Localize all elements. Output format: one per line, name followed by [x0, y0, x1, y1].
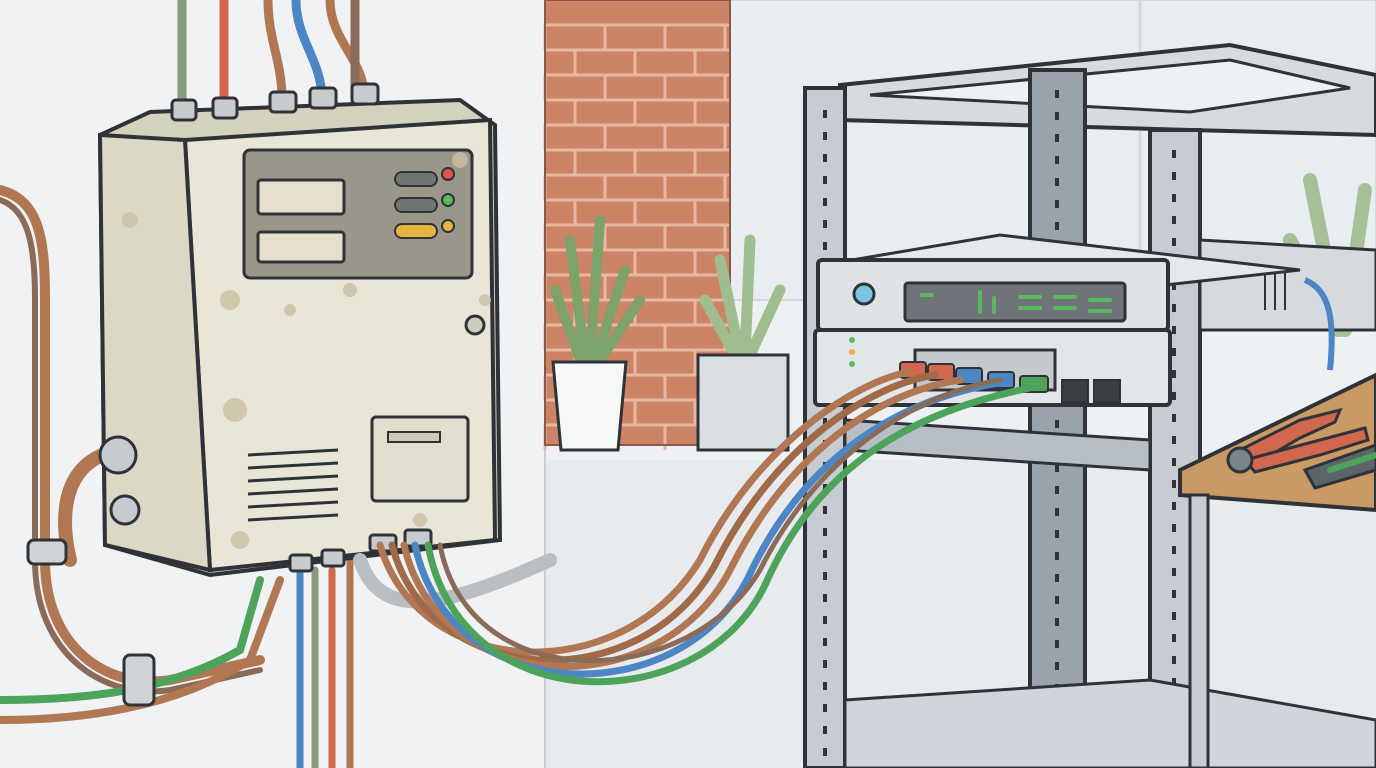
rack-hole	[1172, 348, 1176, 356]
left-cable-bundle	[0, 185, 284, 724]
rack-hole	[1055, 640, 1059, 648]
label-slot	[256, 230, 346, 264]
rack-hole	[1055, 530, 1059, 538]
rack-hole	[1172, 612, 1176, 620]
rack-hole	[1055, 464, 1059, 472]
rack-hole	[1172, 392, 1176, 400]
rack-hole	[1172, 216, 1176, 224]
rack-hole	[1172, 590, 1176, 598]
rack-hole	[823, 176, 827, 184]
potted-plant-icon	[696, 234, 790, 452]
cable-glands-top	[170, 82, 380, 122]
label-slot	[256, 178, 346, 216]
rack-hole	[1055, 200, 1059, 208]
rack-hole	[823, 528, 827, 536]
rack-hole	[1055, 662, 1059, 670]
keyhole-lock-icon	[464, 314, 486, 336]
rack-hole	[1055, 156, 1059, 164]
rack-hole	[1172, 458, 1176, 466]
network-appliance	[816, 233, 1301, 332]
rack-hole	[1172, 150, 1176, 158]
rack-hole	[1055, 552, 1059, 560]
rack-hole	[1055, 420, 1059, 428]
display-panel	[903, 281, 1127, 323]
rack-hole	[1172, 326, 1176, 334]
power-led-blue	[852, 282, 876, 306]
rack-hole	[823, 726, 827, 734]
rack-hole	[1172, 634, 1176, 642]
rack-hole	[823, 660, 827, 668]
rack-hole	[1172, 656, 1176, 664]
rack-hole	[1172, 194, 1176, 202]
wire-stripper-icon	[1302, 443, 1376, 490]
rack-hole	[823, 638, 827, 646]
rack-hole	[823, 418, 827, 426]
rack-hole	[1172, 282, 1176, 290]
status-led-red	[441, 167, 455, 181]
rack-hole	[823, 594, 827, 602]
cable-bundle-icon	[376, 368, 1034, 686]
rack-hole	[1172, 678, 1176, 686]
crimping-tool-icon	[1226, 407, 1370, 474]
rack-hole	[1055, 134, 1059, 142]
rack-hole	[823, 110, 827, 118]
rack-hole	[1172, 436, 1176, 444]
rack-hole	[1172, 502, 1176, 510]
rack-hole	[823, 242, 827, 250]
info-plate	[370, 415, 470, 503]
status-led-green	[441, 193, 455, 207]
rack-hole	[1055, 486, 1059, 494]
rack-hole	[1055, 90, 1059, 98]
rack-hole	[1172, 304, 1176, 312]
cable-clip	[122, 653, 156, 707]
rack-hole	[1055, 112, 1059, 120]
rack-hole	[1055, 178, 1059, 186]
rack-hole	[1172, 238, 1176, 246]
ethernet-port	[1061, 379, 1089, 403]
rack-hole	[823, 682, 827, 690]
bottom-drop-cables	[296, 556, 354, 768]
rust-stains	[122, 152, 491, 549]
potted-plant-icon	[550, 215, 645, 452]
rack-hole	[1055, 574, 1059, 582]
rack-hole	[1172, 414, 1176, 422]
rack-hole	[1055, 618, 1059, 626]
rack-hole	[823, 220, 827, 228]
rack-hole	[1172, 172, 1176, 180]
rack-hole	[823, 550, 827, 558]
rack-hole	[1172, 480, 1176, 488]
ethernet-port	[1093, 379, 1121, 403]
rack-hole	[823, 616, 827, 624]
rack-hole	[1172, 370, 1176, 378]
cable-clip	[26, 538, 68, 566]
rack-hole	[823, 198, 827, 206]
rack-hole	[1172, 524, 1176, 532]
junction-box-icon	[97, 82, 503, 578]
rack-hole	[1172, 546, 1176, 554]
status-led-yellow	[441, 219, 455, 233]
rack-hole	[1055, 508, 1059, 516]
rack-hole	[1172, 568, 1176, 576]
rack-hole	[823, 704, 827, 712]
rack-hole	[823, 132, 827, 140]
rack-hole	[823, 506, 827, 514]
rear-cable	[1303, 277, 1335, 371]
rack-hole	[1055, 222, 1059, 230]
rack-hole	[823, 154, 827, 162]
vent-grille	[247, 448, 339, 522]
rack-hole	[823, 748, 827, 756]
rack-hole	[823, 572, 827, 580]
rack-hole	[1055, 596, 1059, 604]
